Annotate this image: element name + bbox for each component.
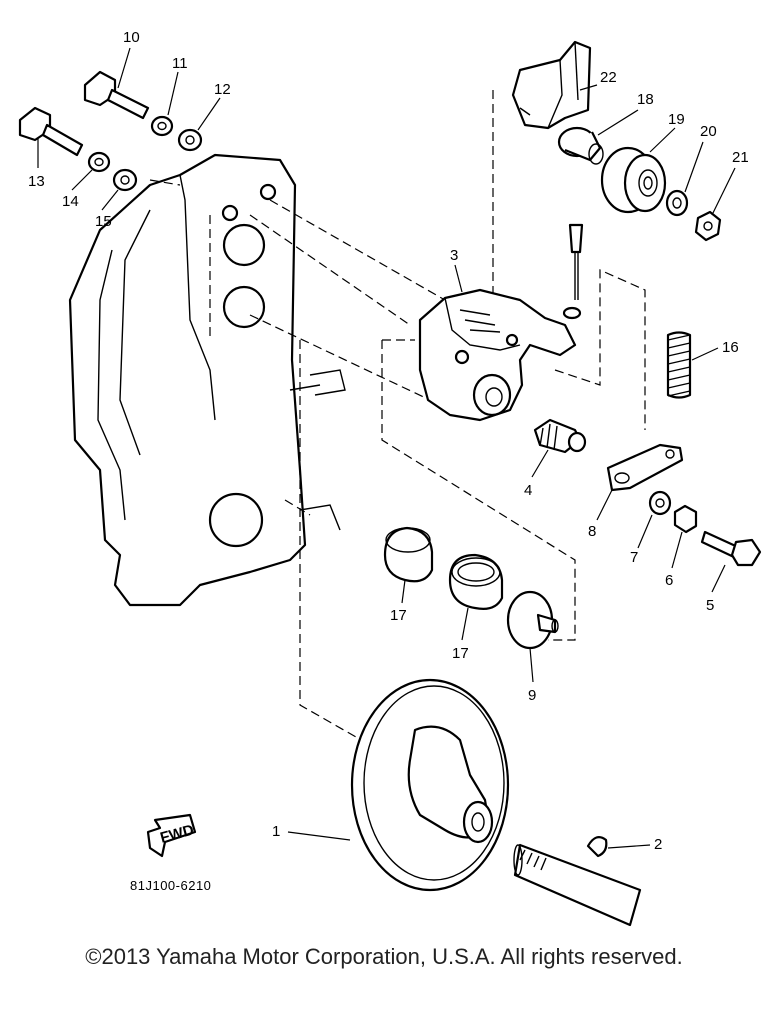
part-20-washer: [665, 189, 689, 217]
label-17-a: 17: [390, 607, 407, 624]
part-7-washer: [648, 490, 672, 516]
part-17-bushing-a: [383, 526, 434, 583]
part-1-sheave: [350, 678, 510, 892]
label-3: 3: [450, 247, 458, 264]
label-13: 13: [28, 173, 45, 190]
label-2: 2: [654, 836, 662, 853]
part-10-bolt: [83, 70, 150, 120]
part-14-lock-washer: [87, 151, 111, 173]
part-17-bushing-b: [448, 553, 504, 610]
assembly-guide-lines: [149, 90, 646, 746]
drive-shaft: [513, 843, 642, 927]
part-number-labels: 10 11 12 13 14 15 3 22 18 19 20 21 16 4 …: [28, 29, 749, 853]
label-16: 16: [722, 339, 739, 356]
part-5-bolt: [700, 530, 762, 567]
copyright-notice: ©2013 Yamaha Motor Corporation, U.S.A. A…: [85, 944, 683, 969]
part-21-nut: [694, 210, 722, 242]
label-7: 7: [630, 549, 638, 566]
label-8: 8: [588, 523, 596, 540]
leader-lines: [37, 47, 736, 849]
part-6-nut: [673, 504, 698, 534]
part-8-link-plate: [606, 443, 684, 492]
label-14: 14: [62, 193, 79, 210]
part-12-washer: [177, 128, 203, 152]
label-1: 1: [272, 823, 280, 840]
label-10: 10: [123, 29, 140, 46]
label-18: 18: [637, 91, 654, 108]
part-13-bolt: [18, 106, 84, 157]
part-15-washer: [112, 168, 138, 192]
label-17-b: 17: [452, 645, 469, 662]
part-3-lever-housing: [418, 288, 577, 422]
part-4-adjuster: [533, 418, 587, 454]
label-9: 9: [528, 687, 536, 704]
part-11-lock-washer: [150, 115, 174, 137]
label-22: 22: [600, 69, 617, 86]
label-11: 11: [172, 55, 188, 72]
label-4: 4: [524, 482, 532, 499]
label-20: 20: [700, 123, 717, 140]
label-5: 5: [706, 597, 714, 614]
part-9-pin: [506, 590, 559, 650]
label-12: 12: [214, 81, 231, 98]
label-15: 15: [95, 213, 112, 230]
part-22-bracket: [511, 40, 592, 130]
fwd-direction-arrow: FWD: [146, 813, 197, 858]
part-18-collar: [557, 126, 604, 165]
label-19: 19: [668, 111, 685, 128]
part-2-key: [586, 836, 608, 858]
part-19-roller: [600, 146, 667, 214]
label-21: 21: [732, 149, 749, 166]
label-6: 6: [665, 572, 673, 589]
diagram-reference-code: 81J100-6210: [130, 878, 211, 893]
part-16-spring: [666, 331, 692, 399]
cable-end: [562, 223, 584, 320]
